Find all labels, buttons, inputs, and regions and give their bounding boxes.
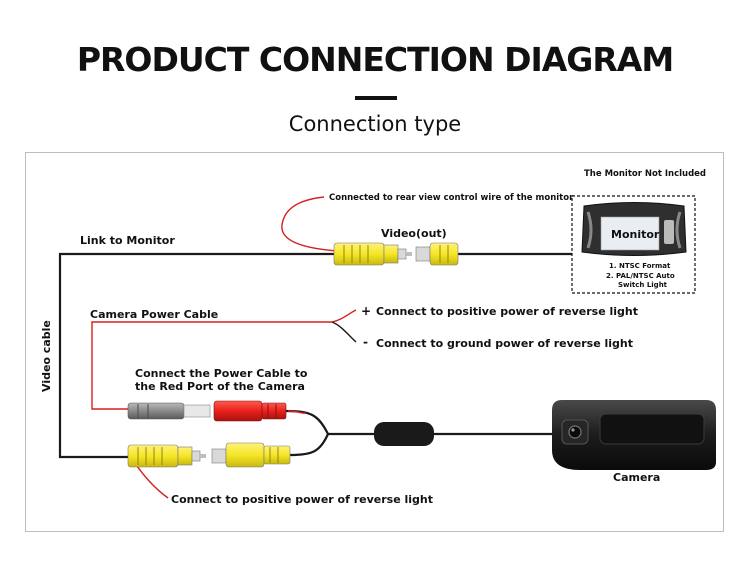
- link-to-monitor-label: Link to Monitor: [80, 234, 175, 247]
- plus-sign: +: [361, 304, 371, 318]
- video-in-rca-plug: [127, 444, 206, 468]
- monitor-screen-label: Monitor: [611, 228, 660, 241]
- video-out-rca-plug: [333, 242, 412, 266]
- monitor-rca-plug: [415, 242, 459, 266]
- page-title: PRODUCT CONNECTION DIAGRAM: [76, 40, 674, 79]
- diagram-frame: [25, 152, 724, 532]
- power-gray-plug: [127, 402, 211, 420]
- video-cable-label: Video cable: [40, 320, 53, 392]
- power-to-red-port-label-line2: the Red Port of the Camera: [135, 380, 305, 393]
- camera-video-rca-jack: [211, 442, 291, 468]
- rear-view-wire-note: Connected to rear view control wire of t…: [329, 193, 574, 203]
- camera-power-cable-label: Camera Power Cable: [90, 308, 218, 321]
- monitor-image: [581, 202, 687, 256]
- bottom-positive-power-label: Connect to positive power of reverse lig…: [171, 493, 433, 506]
- cable-junction-box: [374, 422, 434, 446]
- title-underline: [355, 96, 397, 100]
- minus-sign: -: [363, 335, 368, 349]
- positive-power-label: Connect to positive power of reverse lig…: [376, 305, 638, 318]
- camera-red-power-port: [213, 400, 287, 422]
- camera-image: [552, 400, 716, 470]
- ground-power-label: Connect to ground power of reverse light: [376, 337, 633, 350]
- monitor-spec-auto-switch-line1: 2. PAL/NTSC Auto: [606, 272, 675, 280]
- video-cable: [58, 252, 572, 459]
- monitor-spec-ntsc: 1. NTSC Format: [609, 262, 671, 270]
- page-subtitle: Connection type: [288, 112, 462, 136]
- video-out-label: Video(out): [381, 227, 447, 240]
- power-to-red-port-label-line1: Connect the Power Cable to: [135, 367, 308, 380]
- camera-label: Camera: [613, 471, 660, 484]
- monitor-not-included-label: The Monitor Not Included: [584, 169, 706, 179]
- ground-wire: [331, 321, 357, 343]
- monitor-spec-auto-switch-line2: Switch Light: [618, 281, 668, 289]
